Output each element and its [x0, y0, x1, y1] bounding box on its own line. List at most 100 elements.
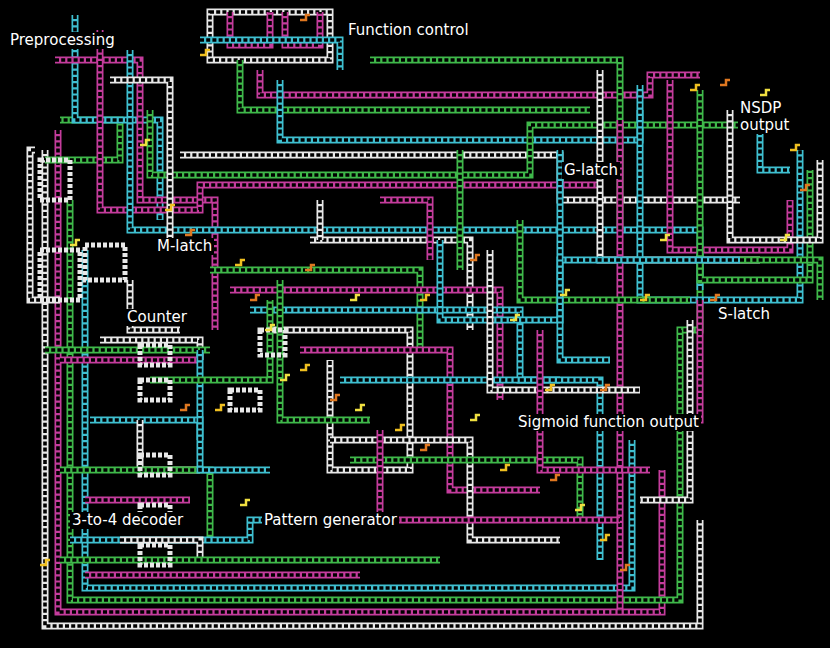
io-cell-mark [70, 240, 80, 245]
cell-wire [380, 200, 430, 260]
cell-wire-outline [317, 200, 324, 240]
region-label: NSDP output [738, 100, 788, 134]
cell-wire [30, 150, 60, 300]
io-cell-mark [790, 145, 800, 150]
cell-wire-outline [210, 12, 330, 60]
io-cell-mark [510, 315, 520, 320]
cell-wire-outline [440, 240, 740, 320]
cell-wire [60, 560, 440, 561]
cell-wire-inner [45, 120, 120, 160]
cell-wire-inner [60, 558, 440, 562]
cell-wire-outline [200, 40, 340, 70]
gate-block [140, 345, 170, 365]
io-cell-mark [395, 425, 405, 430]
cell-wire-inner [240, 60, 590, 110]
cell-wire-outline [280, 80, 640, 140]
io-cell-mark [660, 235, 670, 240]
cell-wire-inner [618, 120, 622, 610]
cell-wire-outline [60, 557, 440, 564]
cell-wire [90, 420, 200, 440]
cell-wire-outline [90, 420, 200, 440]
io-cell-mark [250, 295, 260, 300]
io-cell-mark [640, 295, 650, 300]
io-cell-mark [780, 235, 790, 240]
gate-block [85, 245, 125, 280]
cell-wire [520, 220, 690, 300]
cell-wire-outline [240, 60, 590, 110]
cell-wire-outline [45, 120, 120, 160]
cell-wire [560, 150, 610, 360]
region-label: Counter [125, 309, 189, 326]
region-label: Sigmoid function output [516, 414, 701, 431]
cell-wire-outline [200, 350, 270, 470]
cell-wire [280, 80, 640, 140]
io-cell-mark [420, 445, 430, 450]
cell-wire [85, 575, 360, 576]
cell-wire-inner [110, 80, 170, 250]
cell-wire-inner [490, 250, 640, 390]
cell-wire-outline [110, 80, 170, 250]
region-label: Pattern generator [262, 512, 399, 529]
cell-wire-inner [380, 430, 620, 520]
cell-wire [210, 12, 330, 60]
io-cell-mark [355, 405, 365, 410]
cell-wire [640, 85, 800, 300]
cell-wire [320, 200, 321, 240]
io-cell-mark [470, 255, 480, 260]
cell-wire [300, 350, 540, 490]
cell-wire [440, 240, 740, 320]
cell-wire-inner [60, 470, 210, 540]
io-cell-mark [280, 375, 290, 380]
cell-wire [600, 70, 760, 260]
io-cell-mark [265, 325, 275, 330]
io-cell-mark [690, 85, 700, 90]
cell-wire [370, 60, 620, 230]
cell-wire [740, 260, 820, 300]
io-cell-mark [500, 465, 510, 470]
cell-wire-inner [200, 350, 270, 470]
gate-block [230, 390, 260, 410]
cell-wire [110, 80, 170, 250]
cell-wire-inner [380, 200, 430, 260]
cell-wire [250, 310, 560, 380]
cell-wire [200, 350, 270, 470]
io-cell-mark [760, 90, 770, 95]
cell-wire-inner [458, 150, 462, 270]
gate-block [140, 455, 170, 475]
cell-wire-outline [640, 320, 690, 500]
cell-wire-outline [30, 150, 60, 300]
cell-wire-outline [490, 250, 640, 390]
io-cell-mark [600, 385, 610, 390]
cell-wire [700, 90, 810, 280]
cell-wire-inner [60, 358, 200, 362]
cell-wire-inner [300, 350, 540, 490]
cell-wire [620, 120, 621, 610]
cell-wire [45, 350, 210, 351]
cell-wire [130, 50, 700, 290]
cell-wire-outline [300, 350, 540, 490]
io-cell-mark [180, 405, 190, 410]
cell-wire-outline [520, 220, 690, 300]
io-cell-mark [350, 295, 360, 300]
io-cell-mark [200, 50, 210, 55]
io-cell-mark [620, 565, 630, 570]
cell-wire-inner [318, 200, 322, 240]
cell-wire-outline [740, 260, 820, 300]
cell-wire-outline [457, 150, 464, 270]
cell-wire-inner [280, 80, 640, 140]
cell-wire-outline [60, 470, 210, 540]
cell-wire-outline [560, 150, 610, 360]
cell-wire [640, 320, 690, 500]
cell-wire-inner [30, 150, 60, 300]
cell-wire [200, 40, 340, 70]
io-cell-mark [165, 205, 175, 210]
cell-wire-outline [130, 50, 700, 290]
io-cell-mark [40, 560, 50, 565]
cell-wire-outline [700, 90, 810, 280]
gate-block [140, 380, 170, 400]
cell-wire [380, 430, 620, 520]
io-cell-mark [305, 265, 315, 270]
io-cell-mark [575, 505, 585, 510]
cell-wire-inner [740, 260, 820, 300]
